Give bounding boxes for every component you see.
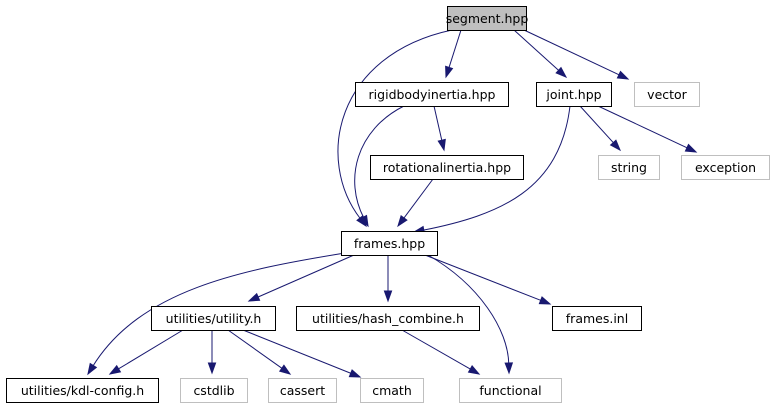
node-label: frames.inl bbox=[566, 311, 628, 326]
node-kdl_config[interactable]: utilities/kdl-config.h bbox=[6, 378, 159, 403]
edge-utility-to-cassert bbox=[227, 329, 292, 375]
node-box bbox=[598, 155, 660, 180]
node-box bbox=[341, 231, 438, 256]
node-exception[interactable]: exception bbox=[681, 155, 770, 180]
node-frames_inl[interactable]: frames.inl bbox=[552, 306, 642, 331]
node-label: segment.hpp bbox=[446, 11, 529, 26]
node-label: exception bbox=[695, 160, 756, 175]
node-cstdlib[interactable]: cstdlib bbox=[180, 378, 248, 403]
node-box bbox=[6, 378, 159, 403]
node-label: frames.hpp bbox=[354, 236, 425, 251]
node-hash_combine[interactable]: utilities/hash_combine.h bbox=[296, 306, 480, 331]
node-box bbox=[180, 378, 248, 403]
node-box bbox=[552, 306, 642, 331]
node-label: utilities/utility.h bbox=[166, 311, 262, 326]
edge-rigidbodyinertia-to-rotationalinertia bbox=[433, 105, 446, 152]
node-label: rotationalinertia.hpp bbox=[383, 160, 511, 175]
node-box bbox=[447, 6, 527, 31]
node-box bbox=[536, 82, 612, 107]
node-label: joint.hpp bbox=[545, 87, 601, 102]
node-label: cassert bbox=[280, 383, 325, 398]
node-box bbox=[360, 378, 424, 403]
node-label: string bbox=[611, 160, 647, 175]
node-frames[interactable]: frames.hpp bbox=[341, 231, 438, 256]
node-label: functional bbox=[479, 383, 541, 398]
node-box bbox=[268, 378, 337, 403]
node-vector[interactable]: vector bbox=[634, 82, 700, 107]
node-rotationalinertia[interactable]: rotationalinertia.hpp bbox=[370, 155, 524, 180]
node-cmath[interactable]: cmath bbox=[360, 378, 424, 403]
node-box bbox=[355, 82, 509, 107]
node-label: utilities/hash_combine.h bbox=[312, 311, 464, 326]
node-label: vector bbox=[647, 87, 688, 102]
node-box bbox=[151, 306, 276, 331]
edge-rotationalinertia-to-frames bbox=[397, 178, 434, 228]
node-string[interactable]: string bbox=[598, 155, 660, 180]
node-box bbox=[370, 155, 524, 180]
node-rigidbodyinertia[interactable]: rigidbodyinertia.hpp bbox=[355, 82, 509, 107]
edge-frames-to-kdl_config bbox=[87, 252, 346, 376]
node-box bbox=[459, 378, 562, 403]
node-cassert[interactable]: cassert bbox=[268, 378, 337, 403]
edge-segment-to-frames bbox=[337, 29, 453, 228]
edge-rigidbodyinertia-to-frames bbox=[354, 105, 405, 228]
node-label: cstdlib bbox=[193, 383, 234, 398]
edge-frames-to-frames_inl bbox=[424, 254, 552, 305]
edge-joint-to-exception bbox=[597, 105, 698, 153]
edge-segment-to-rigidbodyinertia bbox=[445, 29, 462, 79]
node-functional[interactable]: functional bbox=[459, 378, 562, 403]
node-box bbox=[634, 82, 700, 107]
edge-utility-to-cmath bbox=[242, 329, 362, 378]
edge-utility-to-cstdlib bbox=[207, 330, 217, 375]
edge-frames-to-utility bbox=[247, 254, 355, 302]
edge-hash_combine-to-functional bbox=[401, 329, 481, 375]
node-utility[interactable]: utilities/utility.h bbox=[151, 306, 276, 331]
node-joint[interactable]: joint.hpp bbox=[536, 82, 612, 107]
edge-frames-to-functional bbox=[427, 254, 514, 375]
node-label: cmath bbox=[372, 383, 412, 398]
node-box bbox=[296, 306, 480, 331]
node-segment[interactable]: segment.hpp bbox=[446, 6, 529, 31]
node-label: utilities/kdl-config.h bbox=[21, 383, 144, 398]
edge-layer bbox=[87, 29, 698, 378]
node-layer: segment.hpp rigidbodyinertia.hpp joint.hpp… bbox=[6, 6, 770, 403]
node-label: rigidbodyinertia.hpp bbox=[369, 87, 496, 102]
edge-segment-to-joint bbox=[513, 29, 568, 78]
edge-frames-to-hash_combine bbox=[383, 255, 393, 303]
edge-utility-to-kdl_config bbox=[108, 329, 184, 375]
node-box bbox=[681, 155, 770, 180]
edge-joint-to-string bbox=[579, 105, 621, 152]
edge-segment-to-vector bbox=[523, 29, 630, 80]
